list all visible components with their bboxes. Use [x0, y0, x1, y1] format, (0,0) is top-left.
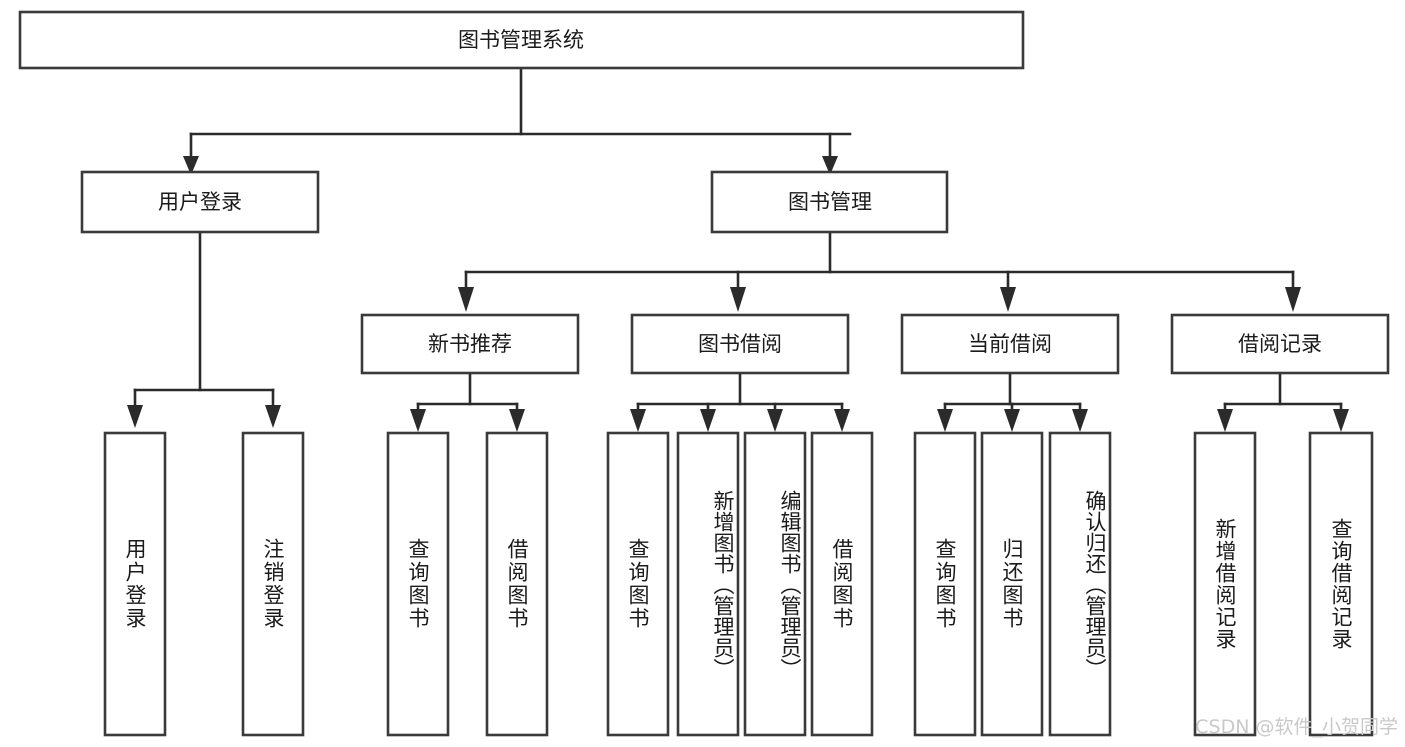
connector-record-to-leaves: [1217, 371, 1349, 432]
leaf-box[interactable]: [386, 431, 450, 737]
leaf-box[interactable]: [241, 431, 305, 737]
leaf-label-confirm-return-admin: 确认归还（管理员）: [1083, 489, 1107, 679]
leaf-box[interactable]: [1308, 431, 1374, 737]
node-book-manage[interactable]: 图书管理: [710, 170, 949, 234]
leaf-box[interactable]: [676, 431, 740, 737]
connector-current-to-leaves: [937, 371, 1088, 432]
connector-recommend-to-leaves: [410, 371, 525, 432]
leaf-label-query-borrow-record: 查询借阅记录: [1329, 518, 1353, 650]
leaf-box[interactable]: [103, 431, 167, 737]
node-new-book-recommend-label: 新书推荐: [428, 332, 512, 356]
node-current-borrow-label: 当前借阅: [968, 332, 1052, 356]
leaf-label-add-book-admin: 新增图书（管理员）: [711, 489, 735, 679]
connector-borrow-to-leaves: [630, 371, 850, 432]
leaf-label-query-book-rec: 查询图书: [406, 538, 430, 630]
node-user-login[interactable]: 用户登录: [80, 170, 320, 234]
leaf-box[interactable]: [606, 431, 670, 737]
leaf-label-borrow-book-rec: 借阅图书: [505, 538, 529, 630]
node-new-book-recommend[interactable]: 新书推荐: [360, 313, 580, 375]
node-root[interactable]: 图书管理系统: [18, 10, 1025, 70]
leaf-boxes-group: [103, 431, 1374, 737]
leaf-label-borrow-book: 借阅图书: [830, 538, 854, 630]
leaf-box[interactable]: [913, 431, 977, 737]
leaf-box[interactable]: [1193, 431, 1257, 737]
connector-book-manage-to-level2: [458, 230, 1301, 312]
leaf-label-return-book: 归还图书: [1000, 538, 1024, 630]
leaf-box[interactable]: [810, 431, 874, 737]
connector-user-login-to-leaves: [127, 230, 281, 428]
node-borrow-record-label: 借阅记录: [1238, 332, 1322, 356]
node-borrow-record[interactable]: 借阅记录: [1170, 313, 1390, 375]
connector-root-to-level1: [183, 66, 852, 175]
node-user-login-label: 用户登录: [158, 190, 242, 214]
leaf-box[interactable]: [485, 431, 549, 737]
leaf-label-query-book-current: 查询图书: [933, 538, 957, 630]
leaf-box[interactable]: [980, 431, 1044, 737]
leaf-label-query-book-borrow: 查询图书: [626, 538, 650, 630]
node-book-borrow[interactable]: 图书借阅: [630, 313, 850, 375]
node-book-borrow-label: 图书借阅: [698, 332, 782, 356]
leaf-label-edit-book-admin: 编辑图书（管理员）: [778, 489, 802, 679]
leaf-label-user-login: 用户登录: [123, 538, 147, 630]
leaf-label-add-borrow-record: 新增借阅记录: [1213, 518, 1237, 650]
node-book-manage-label: 图书管理: [788, 190, 872, 214]
watermark-label: CSDN @软件_小贺同学: [1195, 716, 1398, 738]
leaf-box[interactable]: [743, 431, 807, 737]
node-root-label: 图书管理系统: [458, 28, 584, 52]
leaf-box[interactable]: [1048, 431, 1112, 737]
leaf-label-logout: 注销登录: [261, 538, 285, 630]
node-current-borrow[interactable]: 当前借阅: [900, 313, 1120, 375]
